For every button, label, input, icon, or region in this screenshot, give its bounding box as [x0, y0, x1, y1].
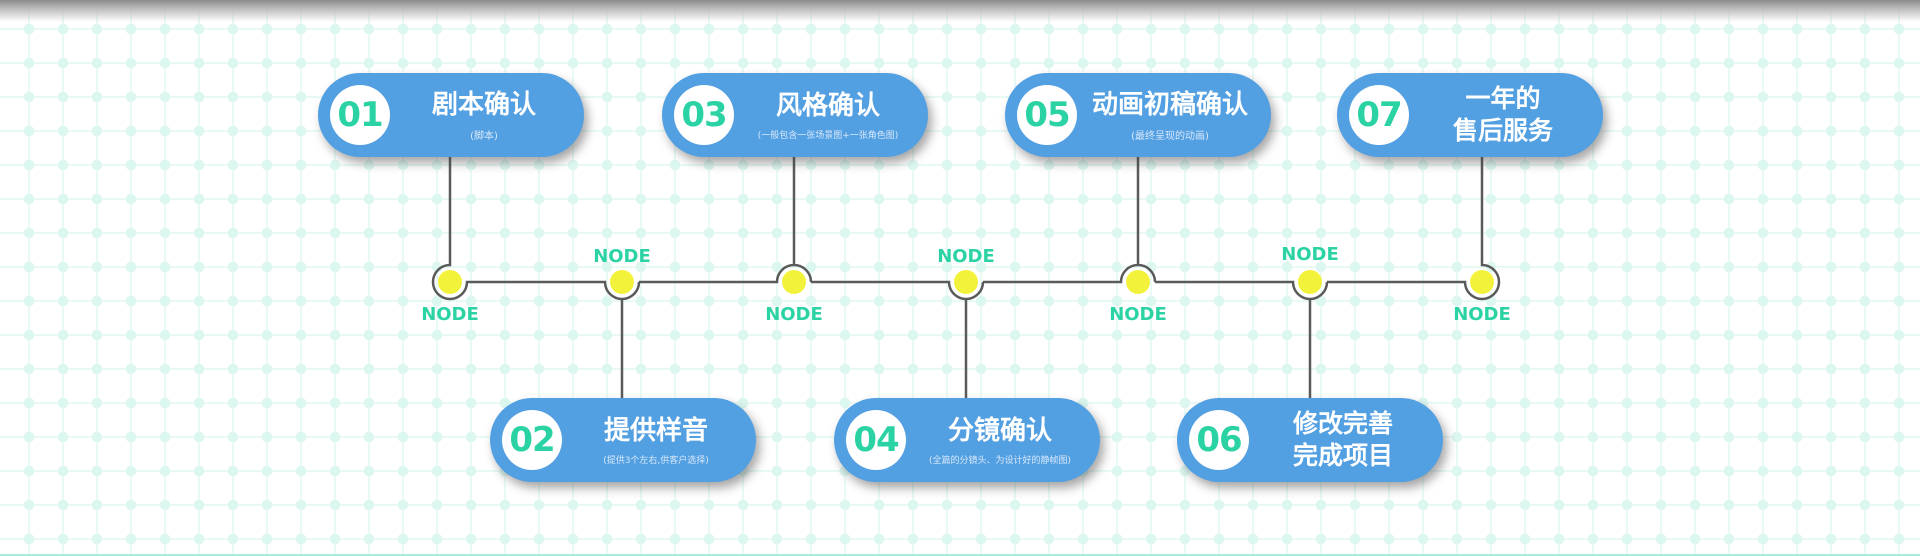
node-label: NODE [1453, 304, 1511, 325]
timeline-path [431, 157, 1501, 398]
node-label: NODE [1281, 244, 1339, 265]
step-card-03: 03 风格确认 (一般包含一张场景图+一张角色图) [662, 73, 928, 157]
step-card-04: 04 分镜确认 (全篇的分镜头、为设计好的静帧图) [834, 398, 1100, 482]
node-dot-2 [610, 270, 634, 294]
step-title-line1: 一年的 [1465, 84, 1541, 113]
step-subtitle: (提供3个左右,供客户选择) [603, 455, 709, 466]
node-label: NODE [1109, 304, 1167, 325]
step-card-06: 06 修改完善 完成项目 [1177, 398, 1443, 482]
step-subtitle: (一般包含一张场景图+一张角色图) [757, 130, 899, 141]
bottom-border [0, 554, 1920, 556]
step-title: 分镜确认 [947, 415, 1052, 446]
step-number: 01 [330, 85, 390, 145]
step-title: 风格确认 [775, 90, 880, 121]
node-dot-3 [782, 270, 806, 294]
step-card-07: 07 一年的 售后服务 [1337, 73, 1603, 157]
step-number: 03 [674, 85, 734, 145]
node-label: NODE [593, 246, 651, 267]
step-title: 提供样音 [603, 415, 708, 446]
step-subtitle: (全篇的分镜头、为设计好的静帧图) [928, 455, 1072, 466]
step-card-05: 05 动画初稿确认 (最终呈现的动画) [1005, 73, 1271, 157]
node-label: NODE [421, 304, 479, 325]
step-title-line2: 完成项目 [1292, 441, 1393, 470]
step-number: 07 [1349, 85, 1409, 145]
node-dot-4 [954, 270, 978, 294]
step-number: 02 [502, 410, 562, 470]
step-card-01: 01 剧本确认 (脚本) [318, 73, 584, 157]
step-title: 剧本确认 [431, 89, 536, 120]
step-title: 动画初稿确认 [1091, 89, 1248, 120]
step-subtitle: (最终呈现的动画) [1131, 130, 1209, 142]
step-title-line2: 售后服务 [1452, 116, 1553, 145]
step-number: 04 [846, 410, 906, 470]
step-number: 05 [1017, 85, 1077, 145]
step-title-line1: 修改完善 [1292, 409, 1393, 438]
node-dot-5 [1126, 270, 1150, 294]
node-dot-7 [1470, 270, 1494, 294]
node-label: NODE [765, 304, 823, 325]
step-card-02: 02 提供样音 (提供3个左右,供客户选择) [490, 398, 756, 482]
node-dot-6 [1298, 270, 1322, 294]
step-number: 06 [1189, 410, 1249, 470]
step-subtitle: (脚本) [470, 130, 498, 142]
node-dot-1 [438, 270, 462, 294]
node-label: NODE [937, 246, 995, 267]
top-shadow [0, 0, 1920, 22]
